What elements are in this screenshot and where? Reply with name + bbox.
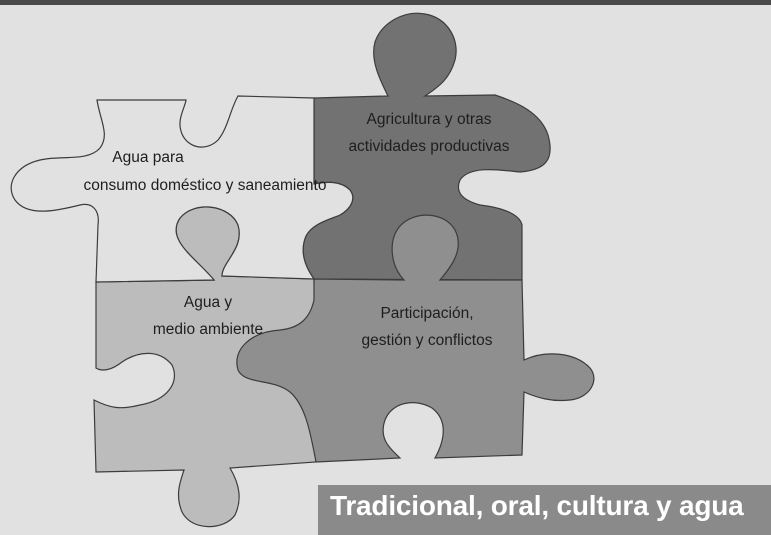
banner: Tradicional, oral, cultura y agua: [318, 485, 771, 535]
top-bar: [0, 0, 771, 5]
banner-title: Tradicional, oral, cultura y agua: [330, 490, 744, 521]
agriculture-label-line2: actividades productivas: [348, 138, 509, 155]
participation-label-line2: gestión y conflictos: [362, 332, 493, 349]
agriculture-label-line1: Agricultura y otras: [367, 111, 492, 128]
environment-label-line1: Agua y: [184, 294, 233, 311]
puzzle-piece-water-consumption: [10, 95, 354, 283]
environment-label-line2: medio ambiente: [153, 321, 263, 338]
participation-label-line1: Participación,: [380, 305, 473, 322]
puzzle-piece-participation: [236, 214, 595, 463]
water-consumption-label-line1: Agua para: [112, 149, 184, 166]
water-consumption-label-line2: consumo doméstico y saneamiento: [84, 177, 327, 194]
